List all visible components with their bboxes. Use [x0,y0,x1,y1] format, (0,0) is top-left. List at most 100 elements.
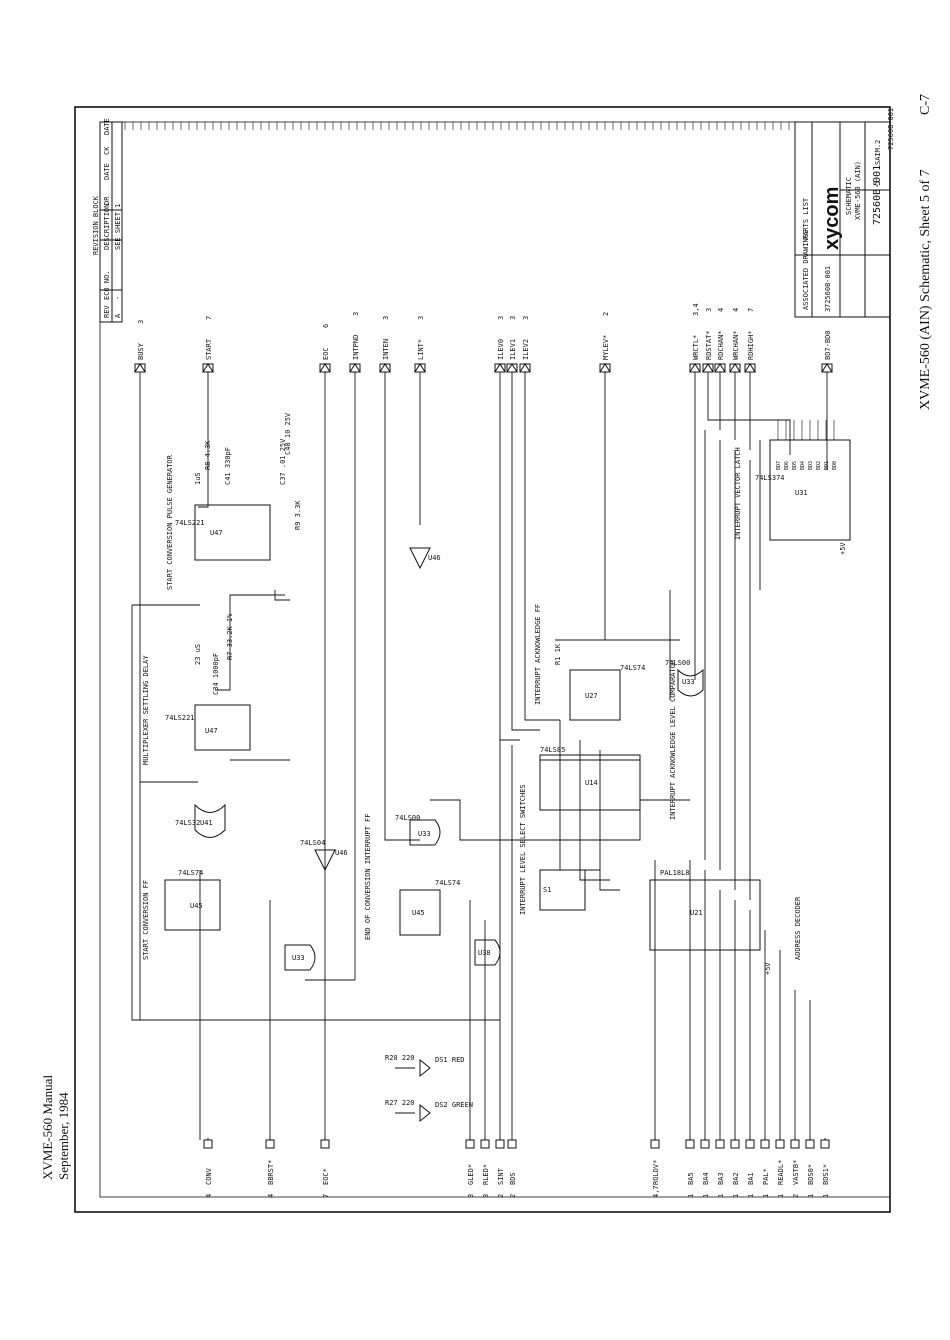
svg-text:7: 7 [205,316,213,320]
label-int-level-sw: INTERRUPT LEVEL SELECT SWITCHES [519,784,527,915]
latch-bd7: BD7 [776,461,782,470]
svg-text:BDS: BDS [509,1172,517,1185]
svg-text:SINT: SINT [497,1167,505,1185]
svg-text:3: 3 [417,316,425,320]
svg-text:U47: U47 [205,727,218,735]
latch-bd6: BD6 [784,461,790,470]
svg-text:R27 220: R27 220 [385,1099,415,1107]
bottom-signal-bbrst-: BBRST*4 [265,1138,275,1198]
svg-text:CONV: CONV [205,1167,213,1185]
svg-text:74LS74: 74LS74 [178,869,203,877]
svg-text:1: 1 [747,1194,755,1198]
label-start-pulse: START CONVERSION PULSE GENERATOR [166,454,174,590]
svg-text:BUSY: BUSY [137,342,145,360]
bottom-signal-ba1: BA1 1 [745,1138,755,1198]
svg-text:7: 7 [322,1194,330,1198]
svg-text:INTEN: INTEN [382,339,390,360]
svg-text:74LS74: 74LS74 [620,664,645,672]
svg-text:74LS74: 74LS74 [435,879,460,887]
svg-text:VASTB*: VASTB* [792,1160,800,1185]
svg-text:1: 1 [777,1194,785,1198]
svg-text:1: 1 [732,1194,740,1198]
svg-text:74LS00: 74LS00 [395,814,420,822]
u38-nand: U38 [474,939,501,966]
svg-text:3: 3 [482,1194,490,1198]
rev-header-desc: DESCRIPTION [103,204,111,250]
svg-text:DS2 GREEN: DS2 GREEN [435,1101,473,1109]
rev-row-eco: - [114,296,122,300]
svg-text:2: 2 [509,1194,517,1198]
u47-pulse: U47 74LS221 [175,504,271,561]
svg-text:74LS221: 74LS221 [175,519,205,527]
svg-text:U21: U21 [690,909,703,917]
u31-latch: U31 74LS374 [755,439,851,541]
svg-text:3: 3 [497,316,505,320]
u21-pal: U21 PAL18L8 [649,869,761,951]
top-signal-wrctl-: WRCTL*3,4 [689,303,701,373]
svg-text:1: 1 [762,1194,770,1198]
svg-text:U47: U47 [210,529,223,537]
svg-text:READL*: READL* [777,1160,785,1185]
label-r9: R9 3.3K [294,500,302,530]
parts-list-label: PARTS LIST [802,197,810,240]
label-vector-latch: INTERRUPT VECTOR LATCH [734,447,742,540]
label-int-ack-cmp: INTERRUPT ACKNOWLEDGE LEVEL COMPARATOR [669,659,677,820]
svg-text:3: 3 [509,316,517,320]
title-block: xycom SCHEMATIC XVME-560 (AIN) 72560B-00… [794,108,895,318]
svg-text:BA3: BA3 [717,1172,725,1185]
svg-text:EOC: EOC [322,347,330,360]
svg-text:INTPND: INTPND [352,335,360,360]
label-start-conv-ff: START CONVERSION FF [142,880,150,960]
company-logo: xycom [821,187,843,250]
rev-row-rev: A [114,313,122,318]
top-signal-mylev-: MYLEV*2 [599,312,611,373]
label-23us: 23 uS [194,644,202,665]
svg-text:RDCHAN*: RDCHAN* [717,330,725,360]
svg-text:BDS0*: BDS0* [807,1164,815,1185]
rev-row-desc: SEE SHEET 1 [114,204,122,250]
svg-text:74LS32: 74LS32 [175,819,200,827]
top-signal-lint-: LINT*3 [414,316,426,373]
label-vcc-pal: +5V [764,962,772,975]
rev-header-rev: REV [103,305,111,318]
svg-text:4: 4 [717,308,725,312]
svg-text:U46: U46 [335,849,348,857]
svg-text:U45: U45 [412,909,425,917]
title-block-ref: SAIM.2 [874,140,882,165]
label-c41: C41 330pF [224,447,232,485]
u46-inverter-lint: U46 [409,547,441,570]
latch-bd1: BD1 [824,461,830,470]
svg-text:3: 3 [467,1194,475,1198]
svg-text:GLED*: GLED* [467,1164,475,1185]
u33-gate-c: U33 74LS00 [665,659,704,697]
u14-comparator: U14 74LS85 [539,746,641,811]
svg-text:74LS85: 74LS85 [540,746,565,754]
svg-text:BD7-BD0: BD7-BD0 [824,330,832,360]
svg-text:U14: U14 [585,779,598,787]
top-signal-rdhigh-: RDHIGH*7 [744,308,756,373]
bottom-signal-bds0-: BDS0*1 [805,1138,815,1198]
bottom-signal-bds1-: BDS1*1 [820,1138,830,1198]
svg-text:2: 2 [792,1194,800,1198]
label-addr-decoder: ADDRESS DECODER [794,896,802,960]
svg-text:2: 2 [602,312,610,316]
inner-border [99,121,891,1198]
rev-header-ck: CK [103,146,111,155]
svg-text:R20 220: R20 220 [385,1054,415,1062]
svg-text:ROLDV*: ROLDV* [652,1160,660,1185]
svg-text:4: 4 [732,308,740,312]
title-line2: XVME-560 (AIN) [854,161,862,220]
u47-settling: U47 74LS221 [165,704,251,751]
svg-text:BA1: BA1 [747,1172,755,1185]
svg-text:2: 2 [497,1194,505,1198]
svg-text:3: 3 [705,308,713,312]
